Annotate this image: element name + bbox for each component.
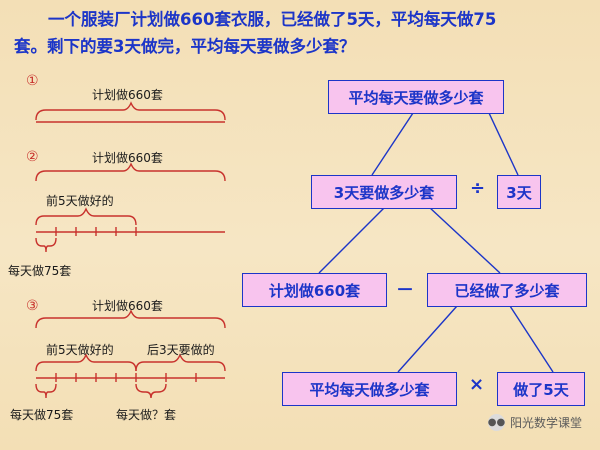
watermark: ●● 阳光数学课堂 [488, 414, 582, 431]
problem-line-1: 一个服装厂计划做660套衣服，已经做了5天，平均每天做75 [48, 10, 497, 29]
edge-remaining-done [428, 206, 501, 274]
diagram-2-marker: ② [26, 149, 39, 165]
problem-line-2: 套。剩下的要3天做完，平均每天要做多少套？ [14, 37, 356, 56]
d3-done-label: 前5天做好的 [46, 343, 114, 357]
plan-box: 计划做660套 [242, 273, 387, 307]
wechat-icon: ●● [488, 414, 505, 431]
d3-unknown-per-day-label: 每天做？套 [116, 408, 177, 422]
d3-unknown-brace [135, 383, 167, 399]
edge-done-avg [397, 305, 458, 373]
d1-total-label: 计划做660套 [92, 88, 163, 102]
d3-per-day-label: 每天做75套 [10, 408, 74, 422]
days-done-box: 做了5天 [497, 372, 585, 406]
d3-total-brace [35, 309, 226, 329]
d2-done-brace [35, 207, 137, 226]
problem-statement: 一个服装厂计划做660套衣服，已经做了5天，平均每天做75 套。剩下的要3天做完… [14, 6, 590, 60]
days-left-box: 3天 [497, 175, 541, 209]
avg-per-day-box: 平均每天做多少套 [282, 372, 457, 406]
done-total-box: 已经做了多少套 [427, 273, 587, 307]
divide-operator: ÷ [470, 178, 486, 199]
edge-goal-remaining [371, 112, 414, 176]
d3-done-brace [35, 353, 137, 372]
d3-remaining-label: 后3天要做的 [147, 343, 215, 357]
edge-remaining-plan [318, 206, 386, 274]
d2-total-label: 计划做660套 [92, 151, 163, 165]
d2-total-brace [35, 162, 226, 182]
d3-remaining-brace [135, 353, 226, 372]
edge-goal-days-left [488, 112, 519, 176]
remaining-total-box: 3天要做多少套 [311, 175, 457, 209]
edge-done-days [509, 305, 554, 373]
d2-per-day-label: 每天做75套 [8, 264, 72, 278]
d2-per-day-brace [35, 237, 57, 253]
diagram-1-marker: ① [26, 73, 39, 89]
d3-total-label: 计划做660套 [92, 299, 163, 313]
d1-total-brace [35, 101, 226, 121]
times-operator: × [469, 374, 485, 395]
goal-box: 平均每天要做多少套 [328, 80, 504, 114]
minus-operator: － [396, 280, 414, 301]
d2-done-label: 前5天做好的 [46, 194, 114, 208]
watermark-text: 阳光数学课堂 [510, 416, 583, 430]
diagram-3-marker: ③ [26, 298, 39, 314]
d3-per-day-brace [35, 383, 57, 399]
